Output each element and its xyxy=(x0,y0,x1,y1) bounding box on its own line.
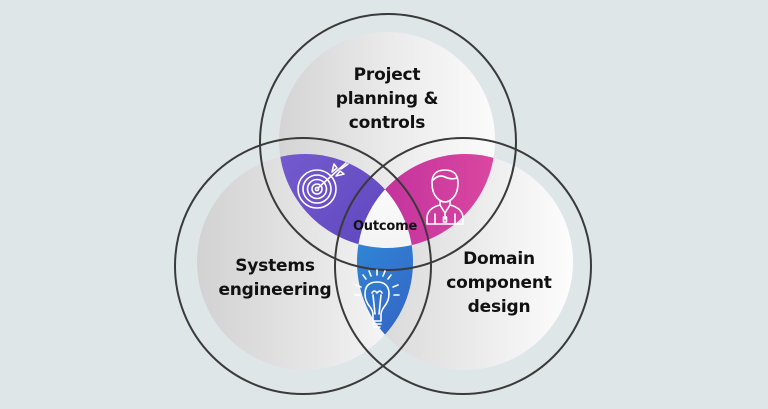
lightbulb-icon xyxy=(354,269,400,328)
outline-top xyxy=(259,13,517,271)
label-domain-component-design: Domain component design xyxy=(446,249,552,317)
lens-top-left xyxy=(279,154,413,248)
label-project-planning-controls: Project planning & controls xyxy=(335,65,439,133)
lens-top-right xyxy=(357,154,495,248)
label-outcome: Outcome xyxy=(352,219,418,234)
outline-left xyxy=(174,137,432,395)
person-icon xyxy=(426,169,464,225)
outline-rings xyxy=(174,13,592,395)
outline-right xyxy=(334,137,592,395)
label-systems-engineering: Systems engineering xyxy=(218,256,332,300)
target-arrow-icon xyxy=(297,162,349,209)
